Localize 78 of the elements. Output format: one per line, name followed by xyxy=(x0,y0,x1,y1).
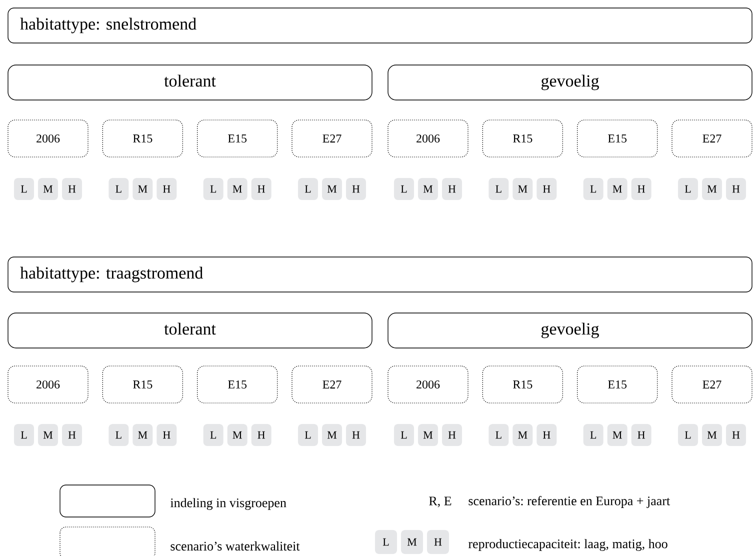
level-box: L xyxy=(375,530,397,554)
level-box: L xyxy=(394,178,414,200)
level-box: L xyxy=(394,424,414,446)
scenario-box: E15 xyxy=(577,120,658,158)
level-box: M xyxy=(38,424,58,446)
level-box: H xyxy=(631,424,652,446)
level-box: L xyxy=(203,424,224,446)
legend-symbols: R, E xyxy=(429,496,452,508)
level-box: H xyxy=(62,178,82,200)
level-box: L xyxy=(583,424,604,446)
scenario-box: E15 xyxy=(197,366,278,404)
level-box: H xyxy=(536,424,557,446)
level-box: H xyxy=(427,530,449,554)
level-box: M xyxy=(512,424,533,446)
level-box: L xyxy=(203,178,224,200)
scenario-box: 2006 xyxy=(8,120,88,158)
level-box: L xyxy=(678,178,698,200)
level-box: H xyxy=(251,178,272,200)
scenario-box: R15 xyxy=(102,366,183,404)
level-box: L xyxy=(108,424,129,446)
scenario-box: E27 xyxy=(672,366,752,404)
scenario-box: R15 xyxy=(482,120,563,158)
legend-entry: scenario’s waterkwaliteit xyxy=(60,526,300,556)
scenario-box: R15 xyxy=(482,366,563,404)
group-box: tolerant xyxy=(8,312,372,348)
level-box: M xyxy=(418,424,438,446)
legend-text: scenario’s: referentie en Europa + jaart xyxy=(468,496,670,508)
scenario-box: 2006 xyxy=(388,366,468,404)
level-box: M xyxy=(607,178,628,200)
level-box: L xyxy=(14,424,34,446)
title-box: habitattype: snelstromend xyxy=(8,8,752,44)
level-box: L xyxy=(14,178,34,200)
legend-entry: indeling in visgroepen xyxy=(60,484,286,518)
level-box: M xyxy=(322,178,342,200)
level-box: M xyxy=(512,178,533,200)
level-box: H xyxy=(726,178,746,200)
level-box: H xyxy=(346,178,366,200)
level-box: H xyxy=(62,424,82,446)
level-box: M xyxy=(38,178,58,200)
level-box: H xyxy=(156,424,177,446)
group-box: tolerant xyxy=(8,64,372,100)
scenario-box: E27 xyxy=(672,120,752,158)
level-box: H xyxy=(536,178,557,200)
group-box: gevoelig xyxy=(388,312,752,348)
legend-text: reproductiecapaciteit: laag, matig, hoo xyxy=(468,539,668,551)
level-box: H xyxy=(726,424,746,446)
scenario-box: 2006 xyxy=(388,120,468,158)
scenario-box: R15 xyxy=(102,120,183,158)
level-box: H xyxy=(346,424,366,446)
level-box: M xyxy=(227,178,248,200)
level-box: L xyxy=(488,178,509,200)
level-box: L xyxy=(488,424,509,446)
level-box: L xyxy=(678,424,698,446)
level-box: M xyxy=(132,424,153,446)
level-box: H xyxy=(631,178,652,200)
scenario-box: E27 xyxy=(292,366,372,404)
title-box: habitattype: traagstromend xyxy=(8,256,752,292)
scenario-box: E27 xyxy=(292,120,372,158)
level-box: M xyxy=(702,424,722,446)
level-box: M xyxy=(227,424,248,446)
level-box: M xyxy=(607,424,628,446)
level-box: L xyxy=(108,178,129,200)
scenario-box: 2006 xyxy=(8,366,88,404)
level-box: H xyxy=(442,424,462,446)
scenario-box: E15 xyxy=(197,120,278,158)
level-box: H xyxy=(442,178,462,200)
level-box: H xyxy=(156,178,177,200)
level-box: L xyxy=(298,178,318,200)
level-box: M xyxy=(322,424,342,446)
level-box: M xyxy=(132,178,153,200)
level-box: M xyxy=(401,530,423,554)
level-box: M xyxy=(702,178,722,200)
level-box: L xyxy=(298,424,318,446)
group-box: gevoelig xyxy=(388,64,752,100)
level-box: M xyxy=(418,178,438,200)
level-box: L xyxy=(583,178,604,200)
scenario-box: E15 xyxy=(577,366,658,404)
level-box: H xyxy=(251,424,272,446)
